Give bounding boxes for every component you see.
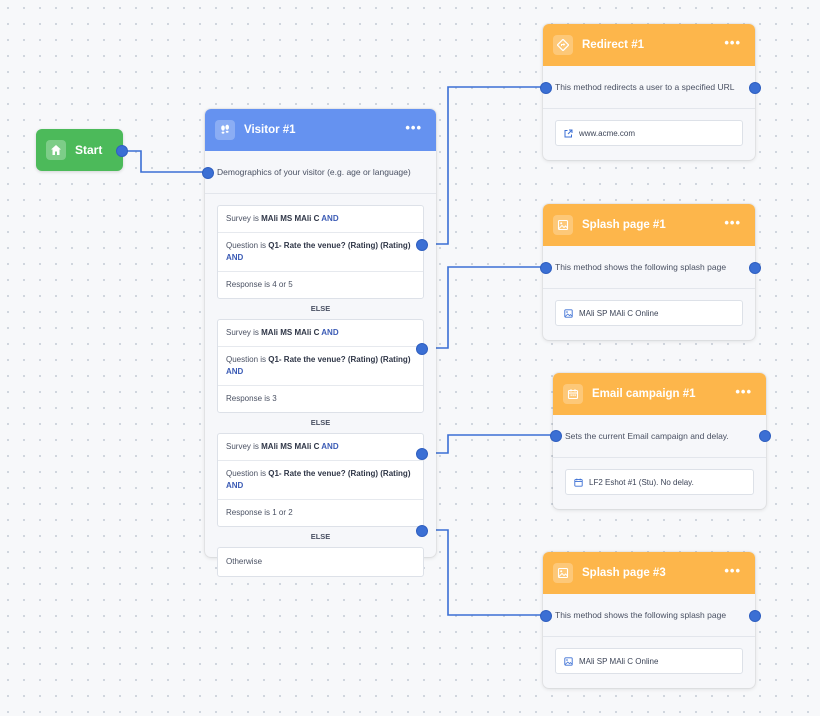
redirect-url-field[interactable]: www.acme.com: [555, 120, 743, 146]
splash-page-3-node[interactable]: Splash page #3 ••• This method shows the…: [543, 552, 755, 688]
redirect-title: Redirect #1: [582, 39, 645, 51]
email-campaign-input-port[interactable]: [550, 430, 562, 442]
image-icon: [553, 563, 573, 583]
visitor-node[interactable]: Visitor #1 ••• Demographics of your visi…: [205, 109, 436, 577]
condition-row: Survey is MAli MS MAli C AND: [218, 320, 423, 347]
connector-start-visitor: [121, 150, 207, 173]
footprints-icon: [215, 120, 235, 140]
connector-cond1-redirect: [421, 86, 545, 245]
redirect-url-value: www.acme.com: [579, 128, 636, 138]
condition-row: Response is 1 or 2: [226, 508, 293, 517]
email-campaign-output-port[interactable]: [759, 430, 771, 442]
redirect-description: This method redirects a user to a specif…: [543, 66, 755, 109]
email-campaign-description: Sets the current Email campaign and dela…: [553, 415, 766, 458]
calendar-icon: [574, 478, 583, 487]
calendar-icon: [563, 384, 583, 404]
email-campaign-more-button[interactable]: •••: [735, 384, 752, 399]
condition-row: Survey is MAli MS MAli C AND: [218, 206, 423, 233]
visitor-header: Visitor #1 •••: [205, 109, 436, 151]
start-node[interactable]: Start: [36, 129, 123, 171]
condition-1-output-port[interactable]: [416, 239, 428, 251]
visitor-title: Visitor #1: [244, 124, 296, 136]
start-label: Start: [75, 143, 103, 157]
condition-otherwise[interactable]: Otherwise: [217, 547, 424, 577]
condition-group-3[interactable]: Survey is MAli MS MAli C AND Question is…: [217, 433, 424, 527]
image-icon: [564, 656, 573, 666]
else-separator: ELSE: [310, 304, 331, 313]
redirect-icon: [553, 35, 573, 55]
redirect-output-port[interactable]: [749, 82, 761, 94]
redirect-header: Redirect #1 •••: [543, 24, 755, 66]
email-campaign-header: Email campaign #1 •••: [553, 373, 766, 415]
splash-page-3-description: This method shows the following splash p…: [543, 594, 755, 637]
splash-page-1-title: Splash page #1: [582, 219, 666, 231]
external-link-icon: [564, 129, 573, 138]
visitor-input-port[interactable]: [202, 167, 214, 179]
splash-page-1-description: This method shows the following splash p…: [543, 246, 755, 289]
condition-row: Survey is MAli MS MAli C AND: [218, 434, 423, 461]
redirect-input-port[interactable]: [540, 82, 552, 94]
home-icon: [46, 140, 66, 160]
visitor-description: Demographics of your visitor (e.g. age o…: [205, 151, 436, 194]
splash-page-1-node[interactable]: Splash page #1 ••• This method shows the…: [543, 204, 755, 340]
splash-page-1-value: MAli SP MAli C Online: [579, 308, 659, 318]
condition-row: Question is Q1- Rate the venue? (Rating)…: [218, 461, 423, 500]
condition-3-output-port[interactable]: [416, 448, 428, 460]
splash-page-3-input-port[interactable]: [540, 610, 552, 622]
splash-page-3-header: Splash page #3 •••: [543, 552, 755, 594]
splash-page-1-header: Splash page #1 •••: [543, 204, 755, 246]
else-separator: ELSE: [310, 418, 331, 427]
connector-cond2-splash1: [421, 266, 545, 349]
condition-row: Response is 3: [226, 394, 277, 403]
connector-cond3-email: [421, 434, 555, 454]
splash-page-3-value-field[interactable]: MAli SP MAli C Online: [555, 648, 743, 674]
connector-otherwise-splash3: [421, 529, 545, 616]
redirect-node[interactable]: Redirect #1 ••• This method redirects a …: [543, 24, 755, 160]
redirect-more-button[interactable]: •••: [724, 35, 741, 50]
splash-page-3-more-button[interactable]: •••: [724, 563, 741, 578]
otherwise-label: Otherwise: [226, 557, 263, 566]
condition-2-output-port[interactable]: [416, 343, 428, 355]
splash-page-1-input-port[interactable]: [540, 262, 552, 274]
condition-group-2[interactable]: Survey is MAli MS MAli C AND Question is…: [217, 319, 424, 413]
condition-row: Question is Q1- Rate the venue? (Rating)…: [218, 347, 423, 386]
visitor-more-button[interactable]: •••: [405, 120, 422, 135]
splash-page-1-value-field[interactable]: MAli SP MAli C Online: [555, 300, 743, 326]
otherwise-output-port[interactable]: [416, 525, 428, 537]
email-campaign-value-field[interactable]: LF2 Eshot #1 (Stu). No delay.: [565, 469, 754, 495]
condition-row: Question is Q1- Rate the venue? (Rating)…: [218, 233, 423, 272]
email-campaign-title: Email campaign #1: [592, 388, 696, 400]
else-separator: ELSE: [310, 532, 331, 541]
splash-page-1-output-port[interactable]: [749, 262, 761, 274]
splash-page-3-output-port[interactable]: [749, 610, 761, 622]
condition-row: Response is 4 or 5: [226, 280, 293, 289]
splash-page-3-value: MAli SP MAli C Online: [579, 656, 659, 666]
splash-page-3-title: Splash page #3: [582, 567, 666, 579]
splash-page-1-more-button[interactable]: •••: [724, 215, 741, 230]
image-icon: [553, 215, 573, 235]
start-output-port[interactable]: [116, 145, 128, 157]
email-campaign-value: LF2 Eshot #1 (Stu). No delay.: [589, 477, 694, 487]
email-campaign-node[interactable]: Email campaign #1 ••• Sets the current E…: [553, 373, 766, 509]
image-icon: [564, 308, 573, 318]
condition-group-1[interactable]: Survey is MAli MS MAli C AND Question is…: [217, 205, 424, 299]
